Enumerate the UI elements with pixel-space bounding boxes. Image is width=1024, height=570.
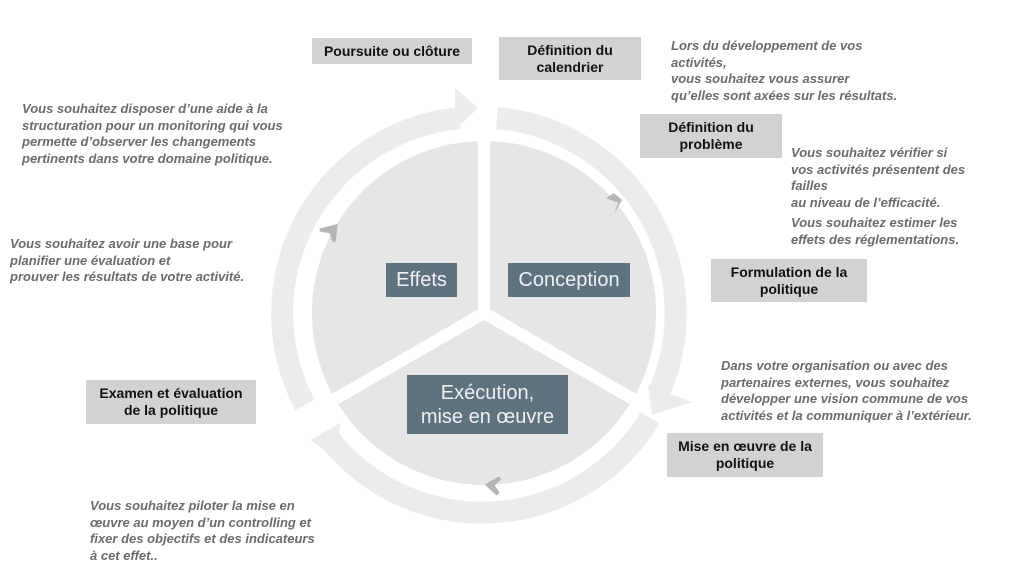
note-line: Vous souhaitez disposer d’une aide à la — [22, 101, 268, 116]
note-line: au niveau de l’efficacité. — [791, 194, 941, 210]
stage-label: Mise en œuvre de la — [678, 438, 812, 454]
ring-arrowhead-top — [455, 88, 478, 130]
chevron-icon-bottom — [484, 476, 502, 496]
ring-arrowhead-right — [648, 385, 692, 415]
phase-label: Exécution, — [440, 381, 535, 404]
note-line: prouver les résultats de votre activité. — [10, 269, 245, 284]
stage-label: Définition du — [527, 41, 613, 58]
stage-label: Poursuite ou clôture — [323, 42, 461, 59]
note-line: fixer des objectifs et des indicateurs — [90, 531, 315, 546]
note-line: Vous souhaitez estimer les — [791, 215, 958, 230]
note-line: à cet effet.. — [90, 547, 158, 563]
note-line: vos activités présentent des — [791, 161, 966, 177]
chevron-icon-right — [606, 193, 622, 214]
ring-arrowhead-left — [310, 423, 340, 460]
note-line: planifier une évaluation et — [10, 252, 171, 268]
note-line: œuvre au moyen d’un controlling et — [90, 514, 312, 530]
stage-label: calendrier — [536, 58, 604, 75]
phase-label: Conception — [518, 269, 620, 291]
note-line: failles — [791, 178, 828, 193]
phase-execution: Exécution, mise en œuvre — [407, 375, 568, 434]
stage-label: de la politique — [123, 402, 219, 418]
phase-effets: Effets — [386, 263, 457, 297]
note-line: Vous souhaitez piloter la mise en — [90, 498, 295, 513]
stage-label: problème — [679, 136, 743, 152]
phase-conception: Conception — [508, 263, 630, 297]
stage-label: Définition du — [668, 119, 754, 135]
outer-ring-arrows — [271, 107, 687, 524]
ring-arc-right — [496, 107, 687, 395]
note-line: permette d’observer les changements — [22, 134, 257, 149]
note-line: Vous souhaitez vérifier si — [791, 145, 948, 160]
note-line: partenaires externes, vous souhaitez — [721, 374, 950, 390]
inner-pie — [312, 130, 656, 485]
note-line: développer une vision commune de vos — [721, 391, 969, 406]
ring-arc-left — [271, 107, 462, 411]
stage-label: politique — [715, 455, 775, 471]
stage-poursuite: Poursuite ou clôture — [312, 38, 472, 64]
chevron-icon-left — [319, 224, 338, 243]
note-line: Dans votre organisation ou avec des — [721, 358, 948, 373]
note-line: activités, — [671, 54, 727, 70]
stage-label: politique — [759, 280, 819, 297]
ring-arc-bottom — [321, 412, 660, 524]
note-line: qu’elles sont axées sur les résultats. — [671, 87, 898, 103]
note-line: Vous souhaitez avoir une base pour — [10, 236, 233, 251]
note-line: structuration pour un monitoring qui vou… — [22, 117, 283, 133]
phase-label: Effets — [396, 269, 447, 291]
note-line: vous souhaitez vous assurer — [671, 71, 850, 86]
note-line: activités et la communiquer à l’extérieu… — [721, 407, 972, 423]
note-line: Lors du développement de vos — [671, 38, 863, 53]
stage-label: Formulation de la — [730, 263, 848, 280]
note-line: effets des réglementations. — [791, 231, 960, 247]
stage-label: Examen et évaluation — [99, 385, 243, 401]
phase-label: mise en œuvre — [420, 405, 555, 428]
note-line: pertinents dans votre domaine politique. — [22, 150, 273, 166]
